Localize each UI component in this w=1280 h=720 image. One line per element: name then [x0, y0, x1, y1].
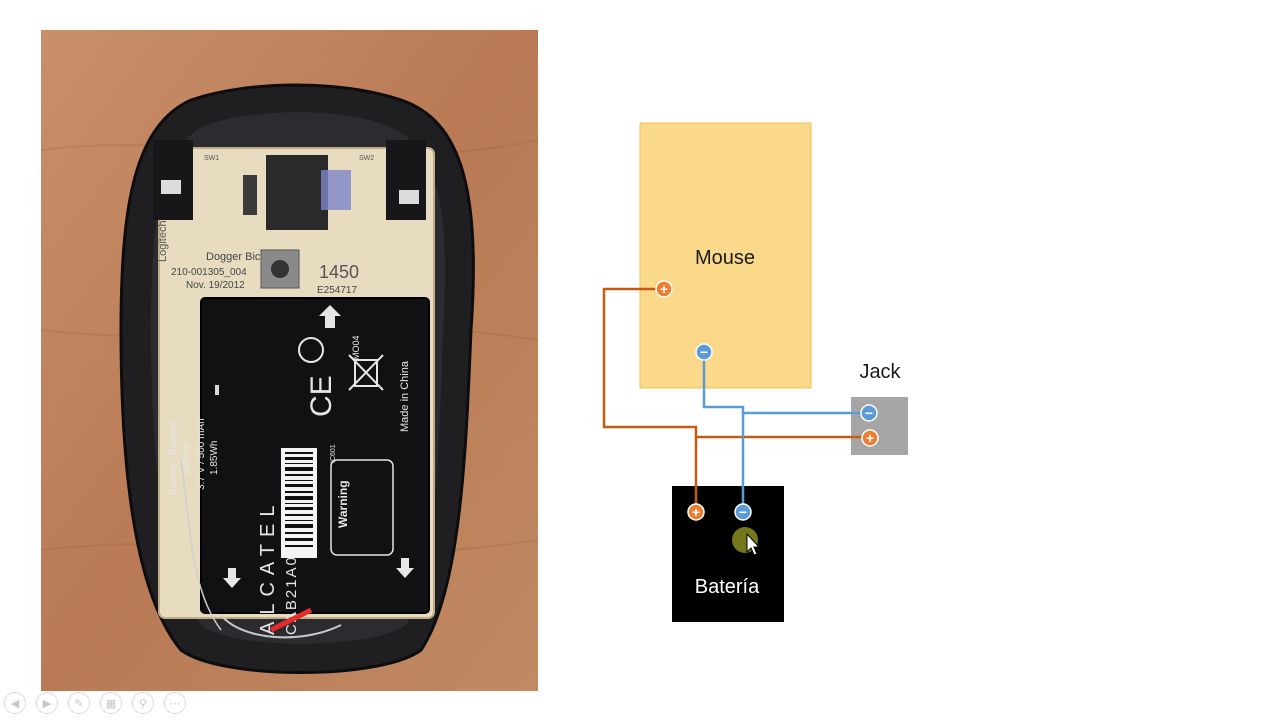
board-name: Dogger Bic: [206, 251, 261, 263]
back-icon[interactable]: ◀: [4, 692, 26, 714]
battery-origin: Made in China: [399, 360, 411, 432]
right-clip: [386, 140, 426, 220]
warning-box: [330, 459, 394, 556]
battery-ic: IC601: [330, 444, 337, 463]
jack-negative-terminal: −: [860, 404, 878, 422]
mouse-block: [639, 122, 812, 389]
minus-sign: −: [865, 405, 873, 421]
board-sw2: SW2: [359, 155, 374, 162]
plus-sign: +: [866, 430, 874, 446]
battery-label: Batería: [695, 576, 760, 598]
mouse-label: Mouse: [695, 247, 755, 269]
board-number: 1450: [319, 262, 359, 282]
sensor-lens: [321, 170, 351, 210]
battery-negative-terminal: −: [734, 503, 752, 521]
slides-icon[interactable]: ▦: [100, 692, 122, 714]
battery-warning: Warning: [336, 480, 350, 528]
mouse-cursor-icon: [746, 532, 761, 556]
battery-arrow-left-icon: [223, 568, 241, 588]
minus-sign: −: [739, 504, 747, 520]
battery-brand: ALCATEL: [257, 499, 279, 635]
jack-block: [851, 397, 908, 455]
battery-arrow-right-icon: [396, 558, 414, 578]
recycle-bin-icon: [348, 354, 384, 391]
more-icon[interactable]: ⋯: [164, 692, 186, 714]
left-clip-pad: [161, 180, 181, 194]
reset-button-cap: [271, 260, 289, 278]
board-sw1: SW1: [204, 155, 219, 162]
plus-sign: +: [692, 504, 700, 520]
jack-label: Jack: [859, 361, 901, 383]
board-part: 210-001305_004: [171, 267, 247, 278]
wire-thin: [220, 614, 342, 639]
certification-icon: [298, 337, 324, 363]
board-switch: [243, 175, 257, 215]
right-clip-pad: [399, 190, 419, 204]
battery-arrow-icon: [319, 305, 341, 328]
battery-spec-3: 3.7 V / 500 mAh: [196, 418, 207, 490]
board-serial: E254717: [317, 285, 357, 296]
ce-mark-icon: CE: [305, 375, 338, 417]
zoom-icon[interactable]: ⚲: [132, 692, 154, 714]
wiring-diagram: Mouse Jack Batería + − − + + −: [602, 122, 908, 622]
forward-icon[interactable]: ▶: [36, 692, 58, 714]
slideshow-toolbar: ◀ ▶ ✎ ▦ ⚲ ⋯: [4, 690, 186, 716]
positive-wire-mouse-battery: [602, 287, 698, 512]
mouse-negative-terminal: −: [695, 343, 713, 361]
mouse-photo: Logitech Dogger Bic 210-001305_004 Nov. …: [41, 30, 538, 691]
battery-code: MO04: [351, 335, 361, 360]
board-logo: Logitech: [157, 220, 169, 262]
battery-pack: ALCATEL CAB21A0000C1 Battery / Batterie …: [168, 297, 430, 635]
plus-sign: +: [660, 281, 668, 297]
sensor-window: [266, 155, 328, 230]
battery-block: [672, 486, 784, 622]
battery-spec-2: Lithium: [181, 443, 192, 475]
negative-wire-mouse-battery: [702, 352, 745, 512]
wire-red: [269, 607, 313, 633]
battery-positive-terminal: +: [687, 503, 705, 521]
barcode-icon: [285, 452, 313, 547]
pen-icon[interactable]: ✎: [68, 692, 90, 714]
minus-sign: −: [700, 344, 708, 360]
battery-spec-4: 1.85Wh: [209, 441, 220, 475]
wire-left: [180, 459, 222, 631]
battery-spec-1: Battery / Batterie: [168, 420, 179, 495]
board-date: Nov. 19/2012: [186, 280, 245, 291]
mouse-positive-terminal: +: [655, 280, 673, 298]
jack-positive-terminal: +: [861, 429, 879, 447]
